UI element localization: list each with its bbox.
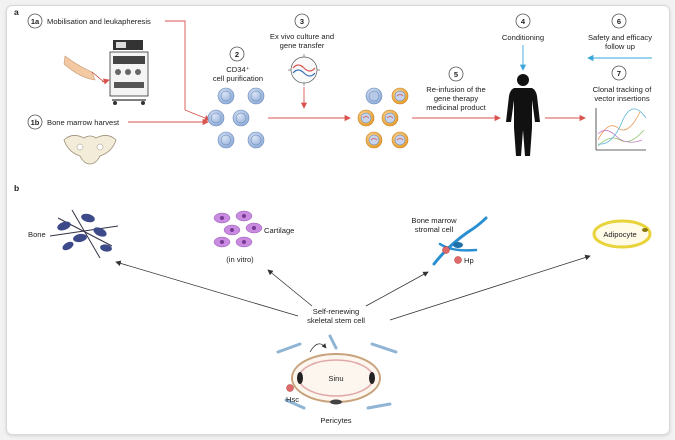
cartilage-label: Cartilage: [264, 226, 294, 235]
hsc-label: Hsc: [286, 395, 299, 404]
step-3-label-line1: Ex vivo culture and: [270, 32, 334, 41]
center-label-line2: skeletal stem cell: [307, 316, 365, 325]
sinusoid-niche-icon: [276, 334, 398, 410]
panel-b-letter: b: [14, 183, 19, 193]
arrow-to-cartilage: [267, 269, 313, 307]
hp-label: Hp: [464, 256, 474, 265]
step-1a-label: Mobilisation and leukapheresis: [47, 17, 151, 26]
step-2-label-line2: cell purification: [213, 74, 263, 83]
leukapheresis-machine-icon: [109, 40, 149, 105]
step-1a-badge: [27, 13, 43, 29]
step-2-label-line1: CD34⁺: [226, 65, 249, 74]
step-5-label-line1: Re-infusion of the: [426, 85, 486, 94]
step-7-number: 7: [617, 69, 621, 78]
step-5-badge: [448, 66, 464, 82]
step-5-label-line2: gene therapy: [434, 94, 479, 103]
step-1a: 1a Mobilisation and leukapheresis: [27, 13, 151, 29]
step-6: 6 Safety and efficacy follow up: [588, 13, 652, 51]
step-1a-number: 1a: [31, 17, 40, 26]
step-5-label-line3: medicinal product: [426, 103, 486, 112]
transduced-cell-cluster: [357, 87, 409, 149]
step-2-badge: [229, 46, 245, 62]
step-6-label-line2: follow up: [605, 42, 635, 51]
cartilage-chondrocytes-icon: [213, 210, 263, 248]
panel-a-letter: a: [14, 7, 19, 17]
arm-illustration: [63, 55, 105, 83]
viral-vector-icon: [288, 54, 320, 86]
pelvis-bone-icon: [63, 135, 117, 165]
sinu-label: Sinu: [328, 374, 343, 383]
stromal-cell-label-line1: Bone marrow: [411, 216, 457, 225]
clonal-tracking-plot-icon: [595, 108, 647, 151]
step-4: 4 Conditioning: [502, 13, 544, 42]
step-1b: 1b Bone marrow harvest: [27, 114, 120, 130]
step-7: 7 Clonal tracking of vector insertions: [593, 65, 653, 103]
adipocyte-label: Adipocyte: [603, 230, 636, 239]
pericytes-label: Pericytes: [320, 416, 351, 425]
step-4-number: 4: [521, 17, 526, 26]
step-1b-label: Bone marrow harvest: [47, 118, 120, 127]
step-6-badge: [611, 13, 627, 29]
arrow-to-bone: [115, 260, 299, 317]
arrow-1a-to-2: [165, 20, 211, 121]
step-3: 3 Ex vivo culture and gene transfer: [270, 13, 334, 50]
step-3-badge: [294, 13, 310, 29]
step-5: 5 Re-infusion of the gene therapy medici…: [426, 66, 487, 112]
step-7-label-line1: Clonal tracking of: [593, 85, 653, 94]
stromal-cell-label-line2: stromal cell: [415, 225, 454, 234]
step-2-number: 2: [235, 50, 239, 59]
step-4-badge: [515, 13, 531, 29]
step-5-number: 5: [454, 70, 458, 79]
stromal-cell-icon: [432, 216, 488, 266]
in-vitro-label: (in vitro): [226, 255, 254, 264]
step-7-badge: [611, 65, 627, 81]
step-1b-badge: [27, 114, 43, 130]
step-2: 2 CD34⁺ cell purification: [213, 46, 263, 83]
step-6-label-line1: Safety and efficacy: [588, 33, 652, 42]
bone-label: Bone: [28, 230, 46, 239]
center-label-line1: Self-renewing: [313, 307, 359, 316]
step-3-number: 3: [300, 17, 304, 26]
step-3-label-line2: gene transfer: [280, 41, 325, 50]
step-1b-number: 1b: [31, 118, 40, 127]
arrow-to-stromal-cell: [365, 271, 429, 307]
step-4-label: Conditioning: [502, 33, 544, 42]
step-6-number: 6: [617, 17, 621, 26]
bone-osteocytes-icon: [49, 209, 119, 259]
cd34-cell-cluster: [207, 87, 265, 149]
arrow-to-adipocyte: [389, 254, 591, 321]
step-7-label-line2: vector insertions: [594, 94, 649, 103]
adipocyte-icon: [592, 219, 652, 249]
patient-silhouette-icon: [506, 74, 540, 156]
